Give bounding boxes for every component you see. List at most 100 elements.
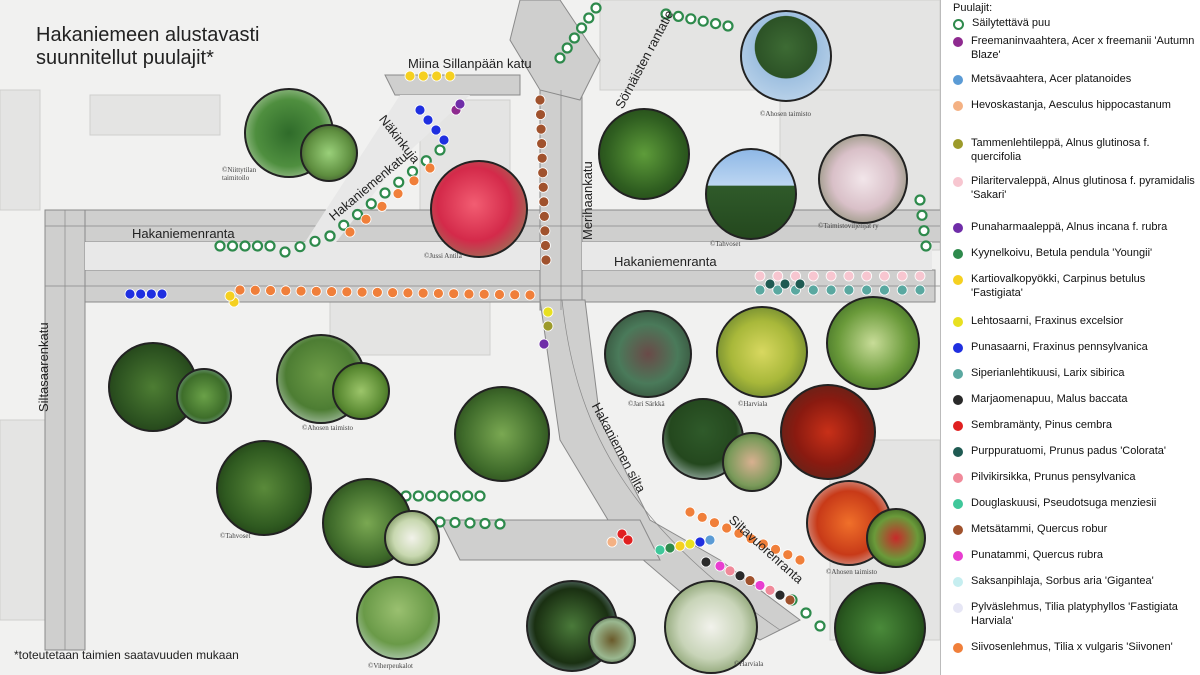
- photo-cherries: [866, 508, 926, 568]
- tree-marker: [807, 284, 819, 296]
- legend-item: Douglaskuusi, Pseudotsuga menziesii: [953, 496, 1198, 510]
- photo-oak-leaves: [216, 440, 312, 536]
- species-color-marker: [953, 139, 963, 149]
- legend-item: Pilaritervaleppä, Alnus glutinosa f. pyr…: [953, 174, 1198, 202]
- street-merihaankatu: Merihaankatu: [580, 161, 595, 240]
- credit-jari-sarkka: ©Jari Särkkä: [628, 400, 665, 408]
- legend-item: Metsätammi, Quercus robur: [953, 522, 1198, 536]
- tree-marker: [684, 506, 696, 518]
- tree-marker: [772, 284, 784, 296]
- map-footnote: *toteutetaan taimien saatavuuden mukaan: [14, 648, 239, 662]
- legend-item-label: Siperianlehtikuusi, Larix sibirica: [971, 367, 1125, 379]
- legend-item-label: Pilaritervaleppä, Alnus glutinosa f. pyr…: [971, 175, 1195, 201]
- tree-marker: [861, 284, 873, 296]
- retained-tree-marker: [251, 240, 264, 252]
- tree-marker: [914, 284, 926, 296]
- tree-marker: [310, 285, 322, 297]
- retained-tree-marker: [309, 235, 321, 247]
- retained-tree-marker: [800, 607, 812, 619]
- legend-item-label: Metsätammi, Quercus robur: [971, 523, 1108, 535]
- tree-marker: [376, 200, 388, 212]
- photo-red-maple: [430, 160, 528, 258]
- photo-hornbeam-catkins: [826, 296, 920, 390]
- tree-marker: [825, 284, 837, 296]
- tree-marker: [356, 286, 368, 298]
- retained-tree-marker: [294, 241, 306, 253]
- species-color-marker: [953, 343, 963, 353]
- tree-marker: [622, 534, 634, 546]
- legend-item: Punatammi, Quercus rubra: [953, 548, 1198, 562]
- photo-flowering-crab: [664, 580, 758, 674]
- legend-item-label: Punasaarni, Fraxinus pennsylvanica: [971, 341, 1148, 353]
- tree-marker: [540, 254, 552, 266]
- retained-tree-marker: [914, 194, 926, 206]
- tree-marker: [664, 542, 676, 554]
- tree-marker: [402, 287, 414, 299]
- tree-marker: [430, 124, 442, 136]
- legend-item-label: Saksanpihlaja, Sorbus aria 'Gigantea': [971, 575, 1154, 587]
- retained-tree-marker: [425, 490, 437, 502]
- retained-tree-marker: [434, 144, 446, 156]
- tree-marker: [535, 123, 547, 135]
- legend-item-label: Purppuratuomi, Prunus padus 'Colorata': [971, 445, 1166, 457]
- retained-tree-marker: [953, 19, 964, 30]
- credit-niittytila: ©Niittytilan taimitoilo: [222, 166, 257, 182]
- tree-marker: [280, 285, 292, 297]
- photo-maple-leaves: [834, 582, 926, 674]
- tree-marker: [408, 175, 420, 187]
- species-color-marker: [953, 369, 963, 379]
- legend-item: Marjaomenapuu, Malus baccata: [953, 392, 1198, 406]
- tree-marker: [444, 70, 456, 82]
- legend-item-label: Kyynelkoivu, Betula pendula 'Youngii': [971, 247, 1153, 259]
- tree-marker: [536, 138, 548, 150]
- legend-item-label: Pylväslehmus, Tilia platyphyllos 'Fastig…: [971, 601, 1178, 627]
- tree-marker: [371, 286, 383, 298]
- credit-ahonen-right: ©Ahosen taimisto: [826, 568, 878, 576]
- tree-marker: [700, 556, 712, 568]
- retained-tree-marker: [449, 516, 461, 529]
- tree-marker: [757, 538, 769, 550]
- tree-marker: [431, 70, 443, 82]
- retained-tree-marker: [814, 620, 826, 632]
- tree-marker: [524, 289, 536, 301]
- tree-marker: [721, 522, 733, 534]
- credit-ahonen-top: ©Ahosen taimisto: [760, 110, 812, 118]
- legend-item: Metsävaahtera, Acer platanoides: [953, 72, 1198, 86]
- tree-marker: [224, 290, 236, 302]
- retained-tree-marker: [920, 240, 932, 252]
- legend-item-label: Freemaninvaahtera, Acer x freemanii 'Aut…: [971, 35, 1195, 61]
- species-color-marker: [953, 37, 963, 47]
- tree-marker: [234, 284, 246, 296]
- credit-harviala-1: ©Harviala: [738, 400, 768, 408]
- tree-marker: [734, 570, 746, 582]
- photo-linden-flowers: [332, 362, 390, 420]
- retained-tree-marker: [494, 518, 506, 530]
- retained-tree-marker: [660, 8, 672, 20]
- tree-marker: [764, 278, 776, 290]
- tree-marker: [772, 270, 784, 282]
- legend-item: Punaharmaaleppä, Alnus incana f. rubra: [953, 220, 1198, 234]
- retained-tree-marker: [338, 219, 350, 231]
- retained-tree-marker: [590, 2, 602, 14]
- tree-marker: [265, 285, 276, 296]
- species-color-marker: [953, 473, 963, 483]
- tree-marker: [807, 270, 819, 282]
- legend-item-label: Tammenlehtileppä, Alnus glutinosa f. que…: [971, 137, 1150, 163]
- tree-marker: [782, 549, 794, 561]
- photo-blossom-tree: [818, 134, 908, 224]
- species-color-marker: [953, 643, 963, 653]
- retained-tree-marker: [583, 12, 595, 24]
- retained-tree-marker: [479, 517, 491, 530]
- photo-yellow-larch: [716, 306, 808, 398]
- tree-marker: [825, 270, 837, 282]
- tree-marker: [156, 288, 168, 300]
- retained-tree-marker: [697, 15, 709, 27]
- legend-item: Kartiovalkopyökki, Carpinus betulus 'Fas…: [953, 272, 1198, 300]
- tree-marker: [861, 270, 873, 282]
- photo-weeping-birch: [356, 576, 440, 660]
- credit-tahvoset-1: ©Tahvoset: [710, 240, 741, 248]
- street-hakaniemenranta-west: Hakaniemenranta: [132, 226, 235, 241]
- tree-marker: [538, 196, 550, 208]
- tree-marker: [326, 286, 337, 297]
